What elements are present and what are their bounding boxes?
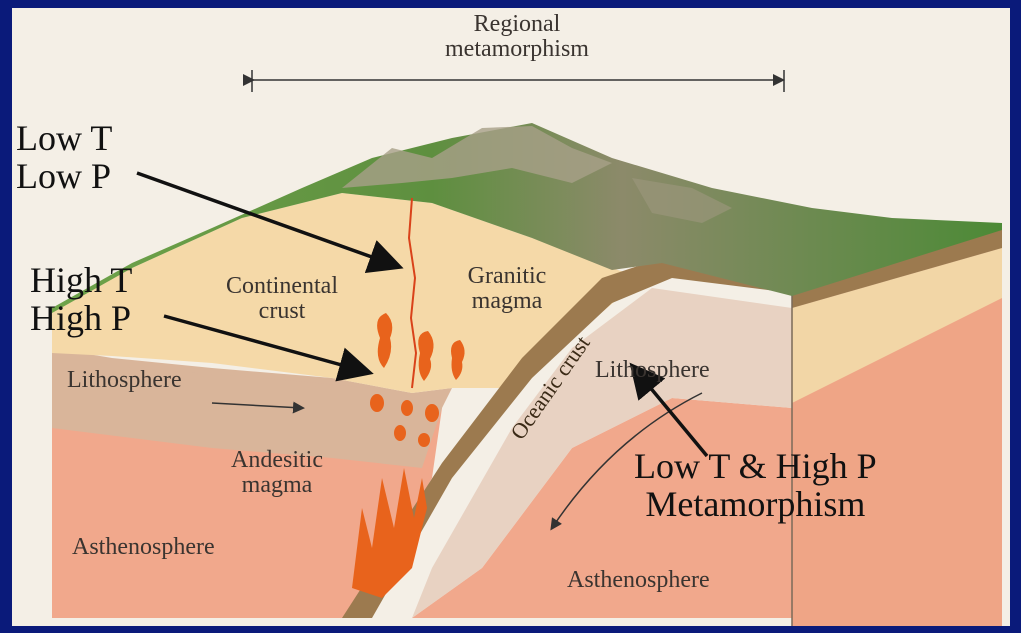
granitic-magma-label: Granitic magma xyxy=(442,264,572,314)
high-t-line: High T xyxy=(30,262,132,300)
diagram-frame: Regional metamorphism Continental crust … xyxy=(12,8,1010,626)
low-p-line: Low P xyxy=(16,158,112,196)
regional-bracket xyxy=(252,70,784,92)
high-t-high-p-annotation: High T High P xyxy=(30,262,132,338)
metamorphism-line: Metamorphism xyxy=(634,486,877,524)
lithosphere-left-label: Lithosphere xyxy=(67,368,267,393)
lithosphere-right-label: Lithosphere xyxy=(595,358,795,383)
continental-line1: Continental xyxy=(182,274,382,299)
high-p-line: High P xyxy=(30,300,132,338)
asthenosphere-left-label: Asthenosphere xyxy=(72,535,302,560)
andesitic-line2: magma xyxy=(202,473,352,498)
low-t-low-p-annotation: Low T Low P xyxy=(16,120,112,196)
granitic-line2: magma xyxy=(442,289,572,314)
low-t-high-p-annotation: Low T & High P Metamorphism xyxy=(634,448,877,524)
granitic-line1: Granitic xyxy=(442,264,572,289)
continental-line2: crust xyxy=(182,299,382,324)
regional-metamorphism-label: Regional metamorphism xyxy=(417,12,617,62)
low-t-line: Low T xyxy=(16,120,112,158)
andesitic-line1: Andesitic xyxy=(202,448,352,473)
continental-crust-label: Continental crust xyxy=(182,274,382,324)
andesitic-magma-label: Andesitic magma xyxy=(202,448,352,498)
regional-line2: metamorphism xyxy=(417,37,617,62)
low-t-high-p-line: Low T & High P xyxy=(634,448,877,486)
regional-line1: Regional xyxy=(417,12,617,37)
asthenosphere-right-label: Asthenosphere xyxy=(567,568,797,593)
